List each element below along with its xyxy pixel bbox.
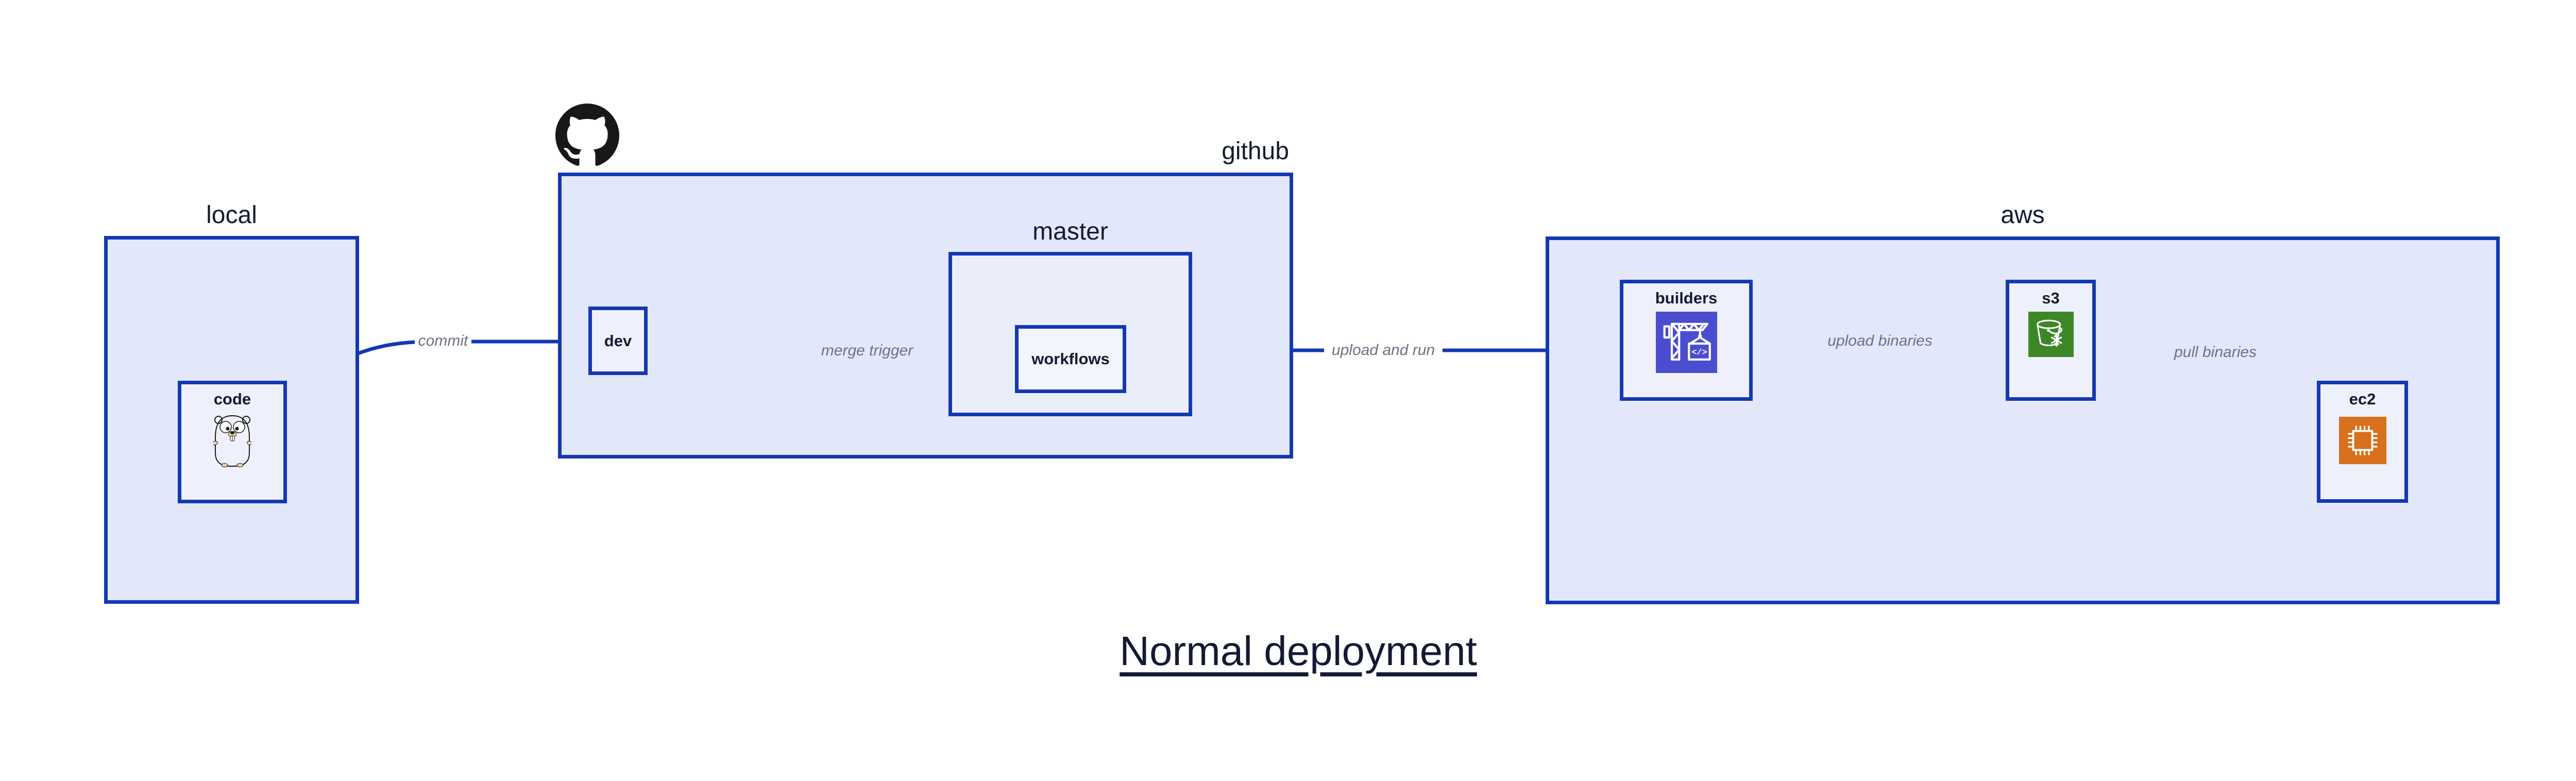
edge-pull-binaries-label: pull binaries [2174, 344, 2257, 361]
local-container-label: local [206, 201, 257, 229]
node-ec2-label: ec2 [2349, 390, 2376, 408]
diagram-title: Normal deployment [1120, 628, 1477, 674]
node-workflows: workflows [1015, 325, 1126, 393]
master-container-label: master [1032, 218, 1108, 245]
edge-upload-and-run-label: upload and run [1331, 342, 1435, 359]
node-builders-label: builders [1655, 289, 1718, 307]
edge-upload-binaries-label: upload binaries [1827, 332, 1933, 349]
aws-container-label: aws [2001, 201, 2045, 229]
node-ec2: ec2 [2317, 381, 2408, 503]
node-dev-label: dev [604, 331, 632, 350]
codebuild-crane-icon: </> [1655, 312, 1717, 373]
node-code-label: code [213, 390, 251, 408]
svg-text:</>: </> [1691, 348, 1707, 358]
edge-merge-trigger-label: merge trigger [821, 342, 913, 359]
github-container-label: github [1222, 138, 1289, 165]
go-gopher-icon [212, 414, 252, 468]
node-code: code [178, 381, 287, 503]
node-builders: builders </> [1620, 280, 1753, 401]
s3-glacier-bucket-icon [2028, 312, 2074, 358]
node-s3-label: s3 [2042, 289, 2060, 307]
node-workflows-label: workflows [1031, 350, 1110, 368]
node-dev: dev [588, 307, 648, 375]
node-s3: s3 [2006, 280, 2096, 401]
edge-commit-label: commit [418, 332, 468, 349]
ec2-chip-icon [2338, 417, 2386, 465]
github-octocat-icon [555, 104, 619, 167]
